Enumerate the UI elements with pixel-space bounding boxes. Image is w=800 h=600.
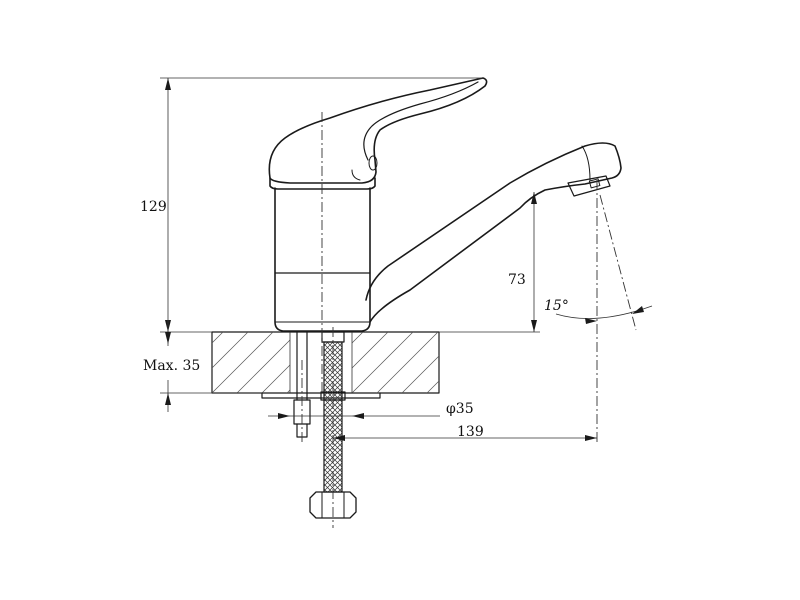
- dimension-height-total: [160, 77, 482, 333]
- spout-height-label: 73: [508, 272, 526, 288]
- max-thickness-label: Max. 35: [143, 358, 200, 374]
- height-total-label: 129: [140, 199, 167, 215]
- center-lines: [301, 112, 637, 528]
- swivel-spout: [365, 142, 622, 323]
- dimension-spout-height: [439, 192, 540, 333]
- dimension-hole-diameter: [268, 413, 440, 419]
- dimension-swivel-angle: [555, 305, 653, 324]
- swivel-angle-label: 15°: [544, 298, 569, 314]
- mounting-assembly: [261, 331, 381, 519]
- spout-reach-label: 139: [457, 424, 484, 440]
- hole-diameter-label: φ35: [446, 401, 474, 417]
- lever-handle: [268, 77, 488, 184]
- dimension-spout-reach: [333, 435, 597, 441]
- dimension-max-thickness: [160, 320, 262, 412]
- faucet-body: [269, 177, 376, 332]
